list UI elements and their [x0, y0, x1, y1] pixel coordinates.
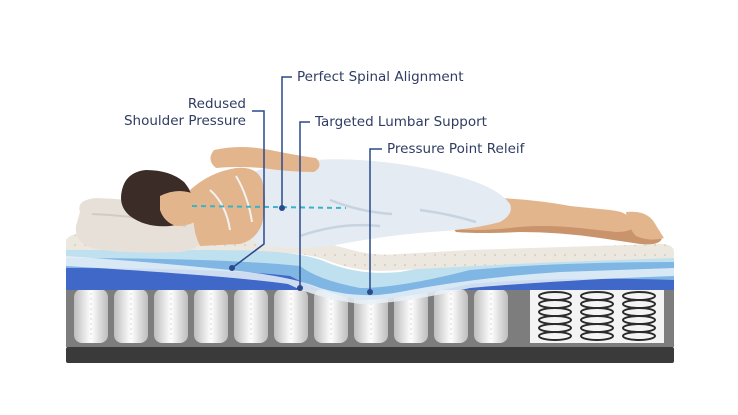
spring-coil-ring — [622, 331, 656, 341]
foam-layer-mid — [66, 250, 674, 300]
coil-pocket — [194, 289, 228, 343]
coil-pocket — [394, 289, 428, 343]
callout-lumbar-line-1: Targeted Lumbar Support — [315, 114, 487, 130]
callout-spine-line-1: Perfect Spinal Alignment — [297, 69, 464, 85]
arm — [210, 147, 320, 172]
callout-lumbar-support: Targeted Lumbar Support — [315, 114, 487, 131]
callout-spinal-alignment: Perfect Spinal Alignment — [297, 69, 464, 86]
shoulder — [190, 167, 265, 246]
leader-spine — [281, 76, 292, 208]
callout-shoulder-pressure: Redused Shoulder Pressure — [108, 96, 246, 130]
comfort-layer — [66, 256, 674, 304]
dot-pressure — [367, 289, 373, 295]
coil-pocket — [314, 289, 348, 343]
leader-pressure — [369, 148, 382, 292]
callout-pressure-line-1: Pressure Point Releif — [387, 141, 525, 157]
coil-pocket — [434, 289, 468, 343]
face — [160, 191, 203, 226]
spring-coil-icon — [538, 291, 656, 341]
leader-lines — [231, 76, 382, 292]
coil-pocket — [474, 289, 508, 343]
callout-shoulder-line-2: Shoulder Pressure — [123, 113, 246, 129]
spine-alignment-line — [191, 205, 347, 209]
leader-lumbar — [299, 121, 310, 288]
coil-pocket — [274, 289, 308, 343]
mattress-base — [66, 347, 674, 363]
callout-pressure-relief: Pressure Point Releif — [387, 141, 524, 158]
callout-shoulder-line-1: Redused — [187, 96, 246, 112]
foot — [626, 211, 664, 240]
dot-spine — [279, 205, 285, 211]
dot-shoulder — [229, 265, 235, 271]
spring-coil-ring — [538, 331, 572, 341]
coil-pocket — [234, 289, 268, 343]
coil-pocket — [114, 289, 148, 343]
leader-shoulder — [231, 110, 265, 269]
coil-pocket — [154, 289, 188, 343]
nightgown-folds — [299, 198, 477, 238]
dot-lumbar — [297, 285, 303, 291]
spring-coil-ring — [580, 331, 614, 341]
leader-dots — [229, 205, 373, 295]
nightgown — [243, 159, 511, 248]
coil-pocket — [74, 289, 108, 343]
